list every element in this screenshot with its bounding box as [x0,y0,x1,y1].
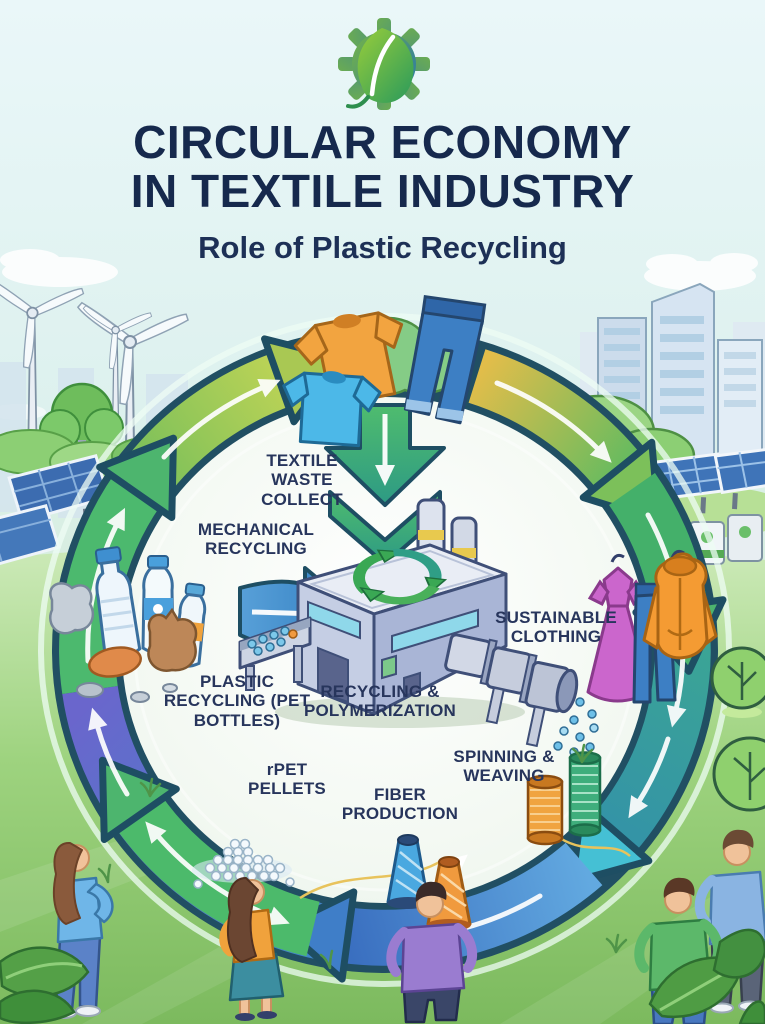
leaves-bottom-left [0,946,90,1024]
jeans [403,295,487,425]
stage-label-textile-waste-collect: TEXTILE WASTE COLLECT [261,451,343,509]
hoodie-orange [642,552,718,660]
round-trees-right [710,646,765,812]
pet-bottles-waste [49,546,207,703]
cone-blue [386,834,430,909]
stage-label-sustainable-clothing: SUSTAINABLE CLOTHING [495,608,617,647]
recycle-icon [353,548,448,605]
person-woman-orange [219,877,285,1021]
grass-tufts [97,743,628,970]
leaves-bottom-right [648,928,765,1024]
stage-label-mechanical-recycling: MECHANICAL RECYCLING [197,520,315,559]
yarn-spools [526,751,631,857]
people [51,829,765,1024]
stage-label-recycling-polymerization: RECYCLING & POLYMERIZATION [303,682,457,721]
person-woman-blue [51,841,114,1019]
tshirt-blue [282,371,382,448]
eco-gear-leaf-icon [338,18,430,110]
spool-green [568,751,602,837]
extruder-pipe [444,633,599,767]
person-man-purple [386,881,478,1024]
stage-label-spinning-weaving: SPINNING & WEAVING [453,747,555,786]
recycling-factory [238,498,599,767]
conveyor [238,616,312,691]
sustainable-clothing-rack [586,549,718,704]
spool-orange [526,774,564,846]
stage-label-fiber-production: FIBER PRODUCTION [341,785,459,824]
textile-waste-pile [282,295,487,448]
stage-label-plastic-recycling-pet-bottles: PLASTIC RECYCLING (PET BOTTLES) [163,672,311,730]
rpet-pellet-pile [192,838,295,889]
stage-label-rpet-pellets: rPET PELLETS [248,760,326,799]
